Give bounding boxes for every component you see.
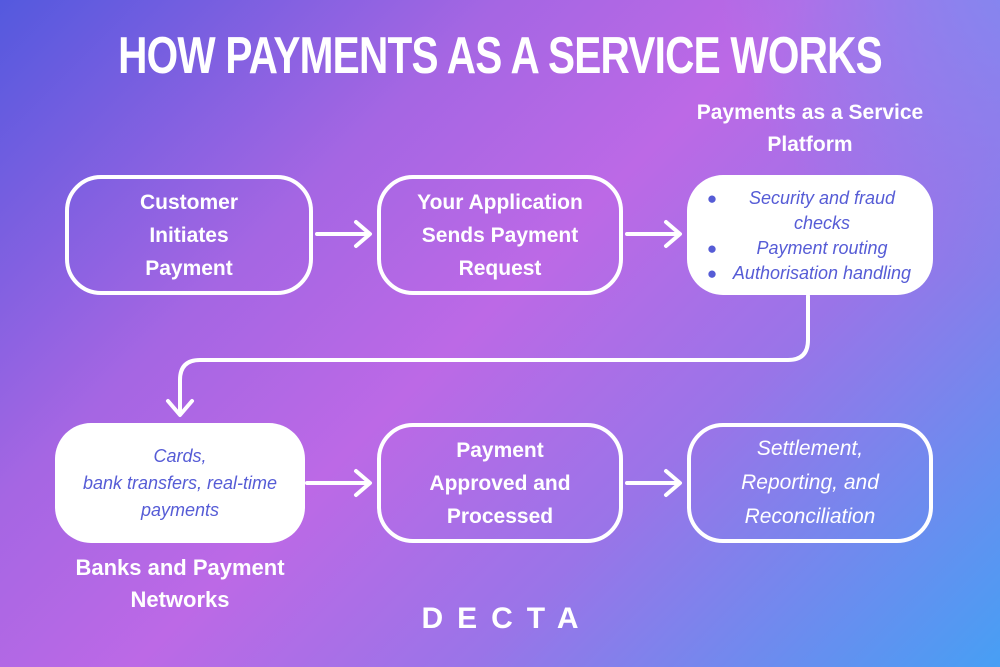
arrow-right-icon: [625, 469, 682, 497]
platform-bullet: Authorisation handling: [732, 263, 912, 283]
platform-bullet: Security and fraud checks: [748, 188, 896, 233]
arrow-down-icon: [166, 399, 194, 417]
node-text-line: Approved and: [429, 471, 571, 495]
page-title: HOW PAYMENTS AS A SERVICE WORKS: [118, 27, 883, 85]
node-text-line: Cards,: [153, 445, 207, 466]
platform-label-line1: Payments as a Service: [696, 101, 924, 124]
node-text-line: Reporting, and: [741, 471, 879, 494]
arrow-right-icon: [625, 220, 682, 248]
bullet-icon: ●: [706, 239, 718, 258]
bullet-icon: ●: [706, 264, 718, 283]
decta-logo: DECTA: [421, 602, 593, 635]
node-paas-platform: ● Security and fraud checks ● Payment ro…: [687, 175, 933, 295]
bullet-icon: ●: [706, 189, 718, 208]
node-text-line: Customer: [139, 190, 239, 214]
node-settlement-reporting-reconciliation: Settlement, Reporting, and Reconciliatio…: [687, 423, 933, 543]
arrow-right-icon: [315, 220, 372, 248]
platform-label-line2: Platform: [767, 133, 853, 156]
node-banks-payment-networks: Cards, bank transfers, real-time payment…: [55, 423, 305, 543]
node-application-sends-request: Your Application Sends Payment Request: [377, 175, 623, 295]
node-text-line: Payment: [456, 438, 544, 462]
arrow-right-icon: [305, 469, 372, 497]
platform-bullet: Payment routing: [756, 238, 888, 258]
list-item: ● Authorisation handling: [699, 261, 919, 286]
node-text-line: Initiates: [149, 223, 229, 247]
networks-label: Banks and Payment Networks: [30, 552, 330, 616]
list-item: ● Security and fraud checks: [699, 186, 919, 236]
node-text-line: Reconciliation: [744, 505, 876, 528]
node-text-line: bank transfers, real-time: [82, 472, 278, 493]
list-item: ● Payment routing: [699, 236, 919, 261]
platform-bullet-list: ● Security and fraud checks ● Payment ro…: [687, 178, 933, 292]
platform-label: Payments as a Service Platform: [670, 97, 950, 161]
networks-label-line2: Networks: [130, 587, 230, 612]
node-text-line: Request: [458, 256, 542, 280]
node-text-line: Payment: [145, 256, 233, 280]
node-text-line: Settlement,: [756, 437, 864, 460]
node-text-line: Sends Payment: [421, 223, 579, 247]
node-text-line: payments: [140, 499, 220, 520]
node-payment-approved-processed: Payment Approved and Processed: [377, 423, 623, 543]
node-text-line: Processed: [446, 504, 554, 528]
node-customer-initiates-payment: Customer Initiates Payment: [65, 175, 313, 295]
node-text-line: Your Application: [417, 190, 583, 214]
networks-label-line1: Banks and Payment: [75, 555, 285, 580]
connector-platform-to-networks: [166, 294, 810, 417]
